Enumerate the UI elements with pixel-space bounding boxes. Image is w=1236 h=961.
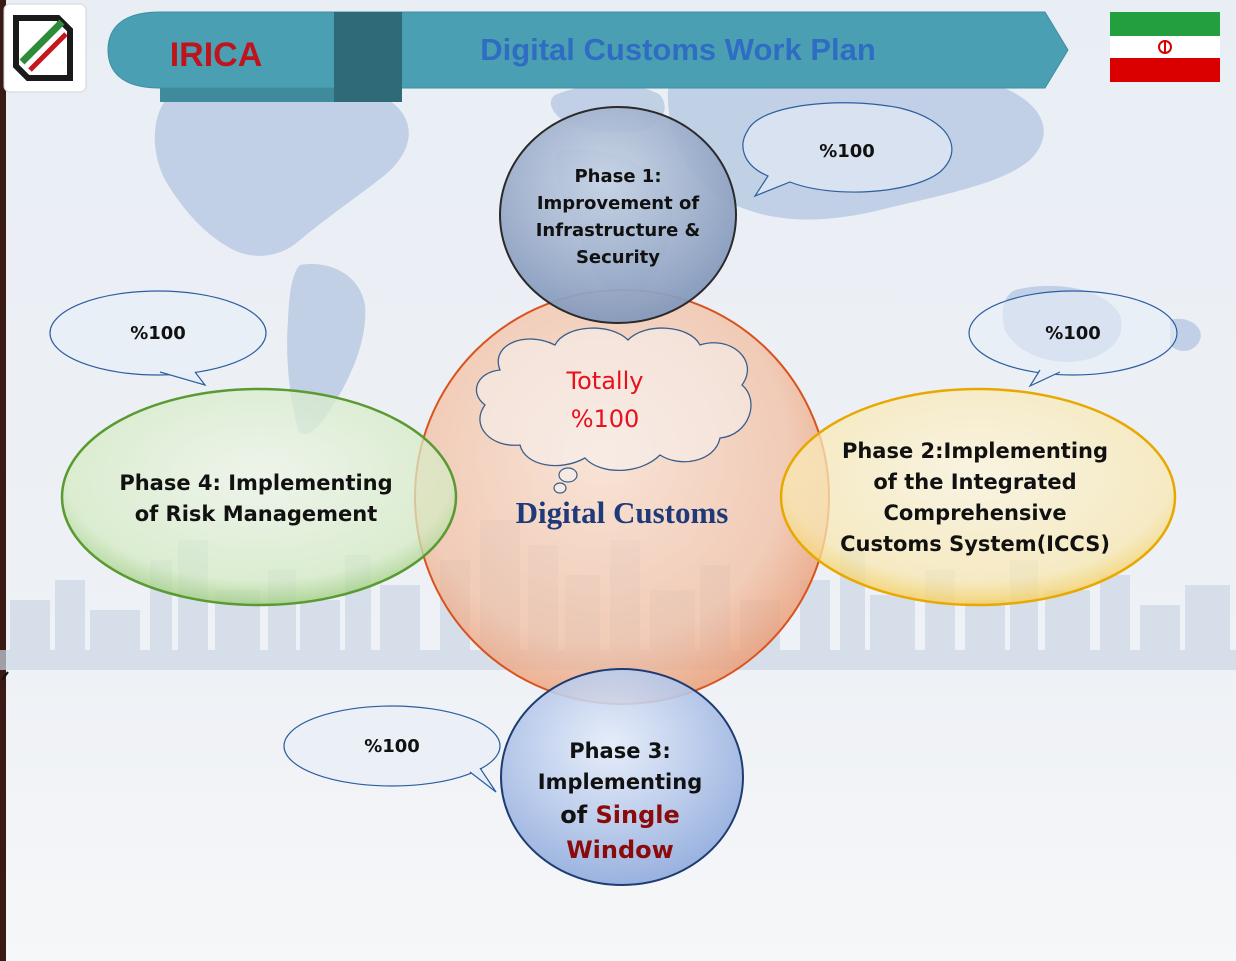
phase3-progress-label: %100 [364, 736, 420, 757]
phase3-line2: Implementing [538, 770, 702, 794]
phase2-ellipse [779, 387, 1177, 607]
phase3-circle [500, 668, 744, 886]
phase3-line3-prefix: of [560, 801, 595, 829]
totally-percent: %100 [571, 405, 640, 433]
header-banner [107, 11, 1069, 102]
progress-bubble-phase1 [742, 102, 953, 198]
phase2-text: Phase 2:Implementing of the Integrated C… [840, 439, 1110, 556]
digital-customs-title: Digital Customs [516, 495, 729, 530]
phase2-line2: of the Integrated [873, 470, 1076, 494]
progress-bubble-phase2 [968, 290, 1178, 388]
totally-label: Totally [566, 367, 644, 395]
phase3-line3: of Single [560, 801, 680, 829]
phase4-line2: of Risk Management [135, 502, 378, 526]
phase2-line3: Comprehensive [883, 501, 1066, 525]
phase1-circle [499, 106, 737, 324]
phase2-line4: Customs System(ICCS) [840, 532, 1110, 556]
phase4-text: Phase 4: Implementing of Risk Management [119, 471, 392, 526]
progress-bubble-phase3 [283, 705, 501, 793]
edge-mark [1, 671, 9, 681]
phase1-line2: Improvement of [537, 193, 700, 214]
phase1-line1: Phase 1: [574, 166, 661, 187]
left-edge-strip [0, 0, 6, 961]
page-title: Digital Customs Work Plan [480, 32, 876, 67]
phase4-ellipse [60, 387, 458, 607]
irica-logo-icon [3, 3, 87, 93]
phase1-progress-label: %100 [819, 141, 875, 162]
phase1-line4: Security [576, 247, 660, 268]
phase1-text: Phase 1: Improvement of Infrastructure &… [536, 166, 701, 268]
phase3-window-highlight: Window [566, 836, 674, 864]
iran-flag-icon [1110, 12, 1220, 82]
progress-bubble-phase4 [49, 290, 267, 387]
phase2-progress-label: %100 [1045, 323, 1101, 344]
phase4-progress-label: %100 [130, 323, 186, 344]
phase4-line1: Phase 4: Implementing [119, 471, 392, 495]
phase2-line1: Phase 2:Implementing [842, 439, 1108, 463]
phase3-line1: Phase 3: [569, 739, 671, 763]
phase3-single-highlight: Single [596, 801, 680, 829]
phase3-text: Phase 3: Implementing of Single Window [538, 739, 702, 864]
phase1-line3: Infrastructure & [536, 220, 701, 241]
org-name: IRICA [170, 36, 263, 74]
totally-thought-cloud [475, 327, 752, 494]
